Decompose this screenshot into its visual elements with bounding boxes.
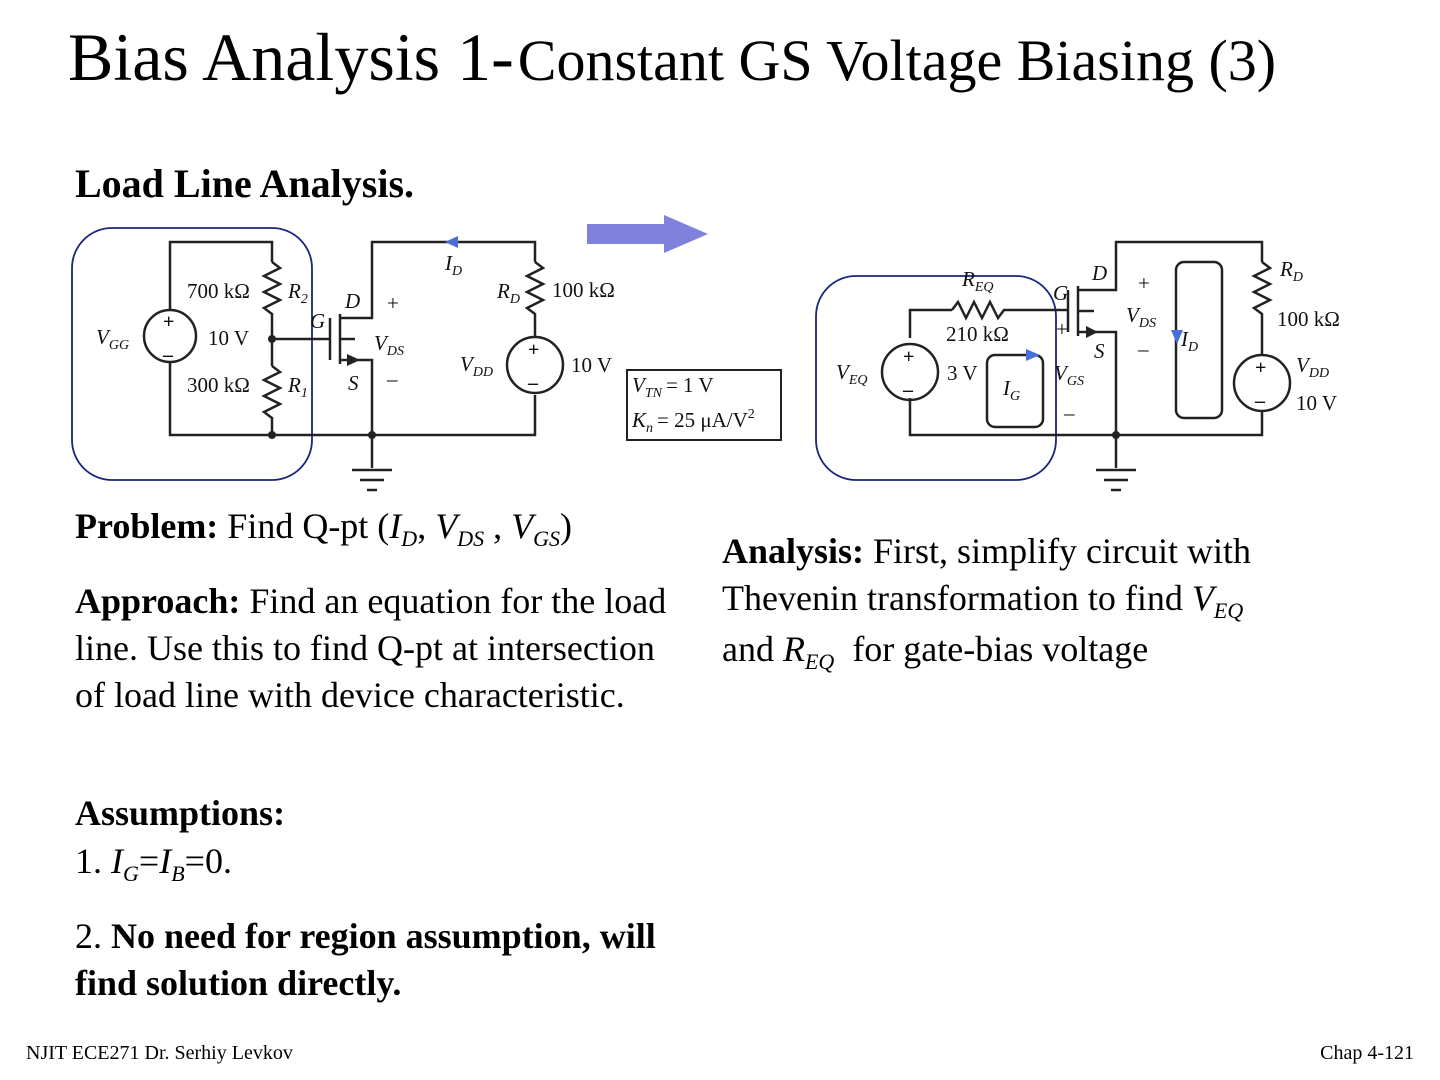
veq-value: 3 V [947, 361, 978, 385]
thevenin-highlight-box [71, 227, 313, 481]
assumption-2: 2. No need for region assumption, will f… [75, 916, 656, 1003]
rd-value-right: 100 kΩ [1277, 307, 1340, 331]
req-label: REQ [961, 267, 994, 295]
vds-plus: + [387, 291, 399, 315]
right-circuit-labels: REQ 210 kΩ VEQ 3 V IG G D S + – VDS + – … [836, 257, 1340, 425]
analysis-label: Analysis: [722, 531, 865, 571]
ig-loop-box [985, 353, 1045, 429]
vdd-label: VDD [460, 352, 493, 380]
gate-label-right: G [1053, 281, 1068, 305]
problem-text: Find Q-pt ( [227, 506, 390, 546]
r1-value: 300 kΩ [187, 373, 250, 397]
approach-paragraph: Approach: Find an equation for the load … [75, 578, 675, 719]
section-heading: Load Line Analysis. [75, 161, 415, 206]
source-label: S [348, 371, 359, 395]
vds-plus-right: + [1138, 271, 1150, 295]
right-circuit [815, 240, 1292, 492]
params-box [626, 369, 782, 441]
vgg-source-symbol [142, 308, 198, 364]
left-circuit [71, 227, 782, 492]
assumptions-heading: Assumptions: [75, 793, 286, 833]
slide-title: Bias Analysis 1- Constant GS Voltage Bia… [68, 18, 1276, 96]
veq-plus: + [903, 346, 914, 368]
source-label-right: S [1094, 339, 1105, 363]
vgg-label: VGG [96, 325, 129, 353]
vdd-plus-right: + [1255, 357, 1266, 379]
rd-value: 100 kΩ [552, 278, 615, 302]
veq-source-symbol [880, 342, 940, 402]
transform-arrow-icon [587, 215, 708, 253]
vtn-param: VTN= 1 V [632, 373, 714, 401]
rd-label: RD [496, 279, 520, 307]
assumption-1: 1. IG=IB=0. [75, 841, 232, 886]
vds-minus: – [386, 367, 398, 391]
vdd-value: 10 V [571, 353, 612, 377]
analysis-paragraph: Analysis: First, simplify circuit with T… [722, 531, 1252, 674]
vdd-label-right: VDD [1296, 353, 1329, 381]
veq-minus: – [902, 379, 914, 401]
vds-label-right: VDS [1126, 303, 1156, 331]
veq-label: VEQ [836, 360, 868, 388]
vdd-plus: + [528, 339, 539, 361]
id-label-right: ID [1180, 327, 1198, 355]
problem-label: Problem: [75, 506, 219, 546]
left-circuit-labels: VGG 10 V 700 kΩ R2 300 kΩ R1 G D S + – V… [96, 251, 755, 436]
r2-value: 700 kΩ [187, 279, 250, 303]
thevenin-highlight-box-right [815, 275, 1057, 481]
vgs-label: VGS [1054, 361, 1084, 389]
vgg-value: 10 V [208, 326, 249, 350]
vds-minus-right: – [1137, 337, 1149, 361]
id-label: ID [444, 251, 462, 279]
vgg-plus: + [163, 311, 174, 333]
r2-label: R2 [287, 279, 308, 307]
req-value: 210 kΩ [946, 322, 1009, 346]
approach-text: Find an equation for the load line. Use … [75, 581, 667, 715]
ig-label: IG [1002, 376, 1020, 404]
r1-label: R1 [287, 373, 308, 401]
vdd-minus: – [527, 372, 539, 394]
footer-page: Chap 4-121 [1320, 1042, 1414, 1064]
vgg-minus: – [162, 344, 174, 366]
vdd-source-symbol-right [1232, 353, 1292, 413]
vdd-minus-right: – [1254, 390, 1266, 412]
gate-label: G [310, 309, 325, 333]
drain-label-right: D [1091, 261, 1107, 285]
vdd-source-symbol [505, 335, 565, 395]
title-rest: Constant GS Voltage Biasing (3) [517, 28, 1277, 93]
drain-label: D [344, 289, 360, 313]
kn-param: Kn= 25 μA/V2 [631, 407, 755, 436]
vdd-value-right: 10 V [1296, 391, 1337, 415]
approach-label: Approach: [75, 581, 241, 621]
rd-label-right: RD [1279, 257, 1303, 285]
vgs-plus: + [1056, 317, 1068, 341]
vgs-minus: – [1063, 401, 1075, 425]
problem-statement: Problem: Find Q-pt (ID, VDS , VGS) [75, 506, 572, 551]
footer-course: NJIT ECE271 Dr. Serhiy Levkov [26, 1042, 293, 1064]
vds-label: VDS [374, 331, 404, 359]
title-main: Bias Analysis 1- [68, 19, 514, 95]
